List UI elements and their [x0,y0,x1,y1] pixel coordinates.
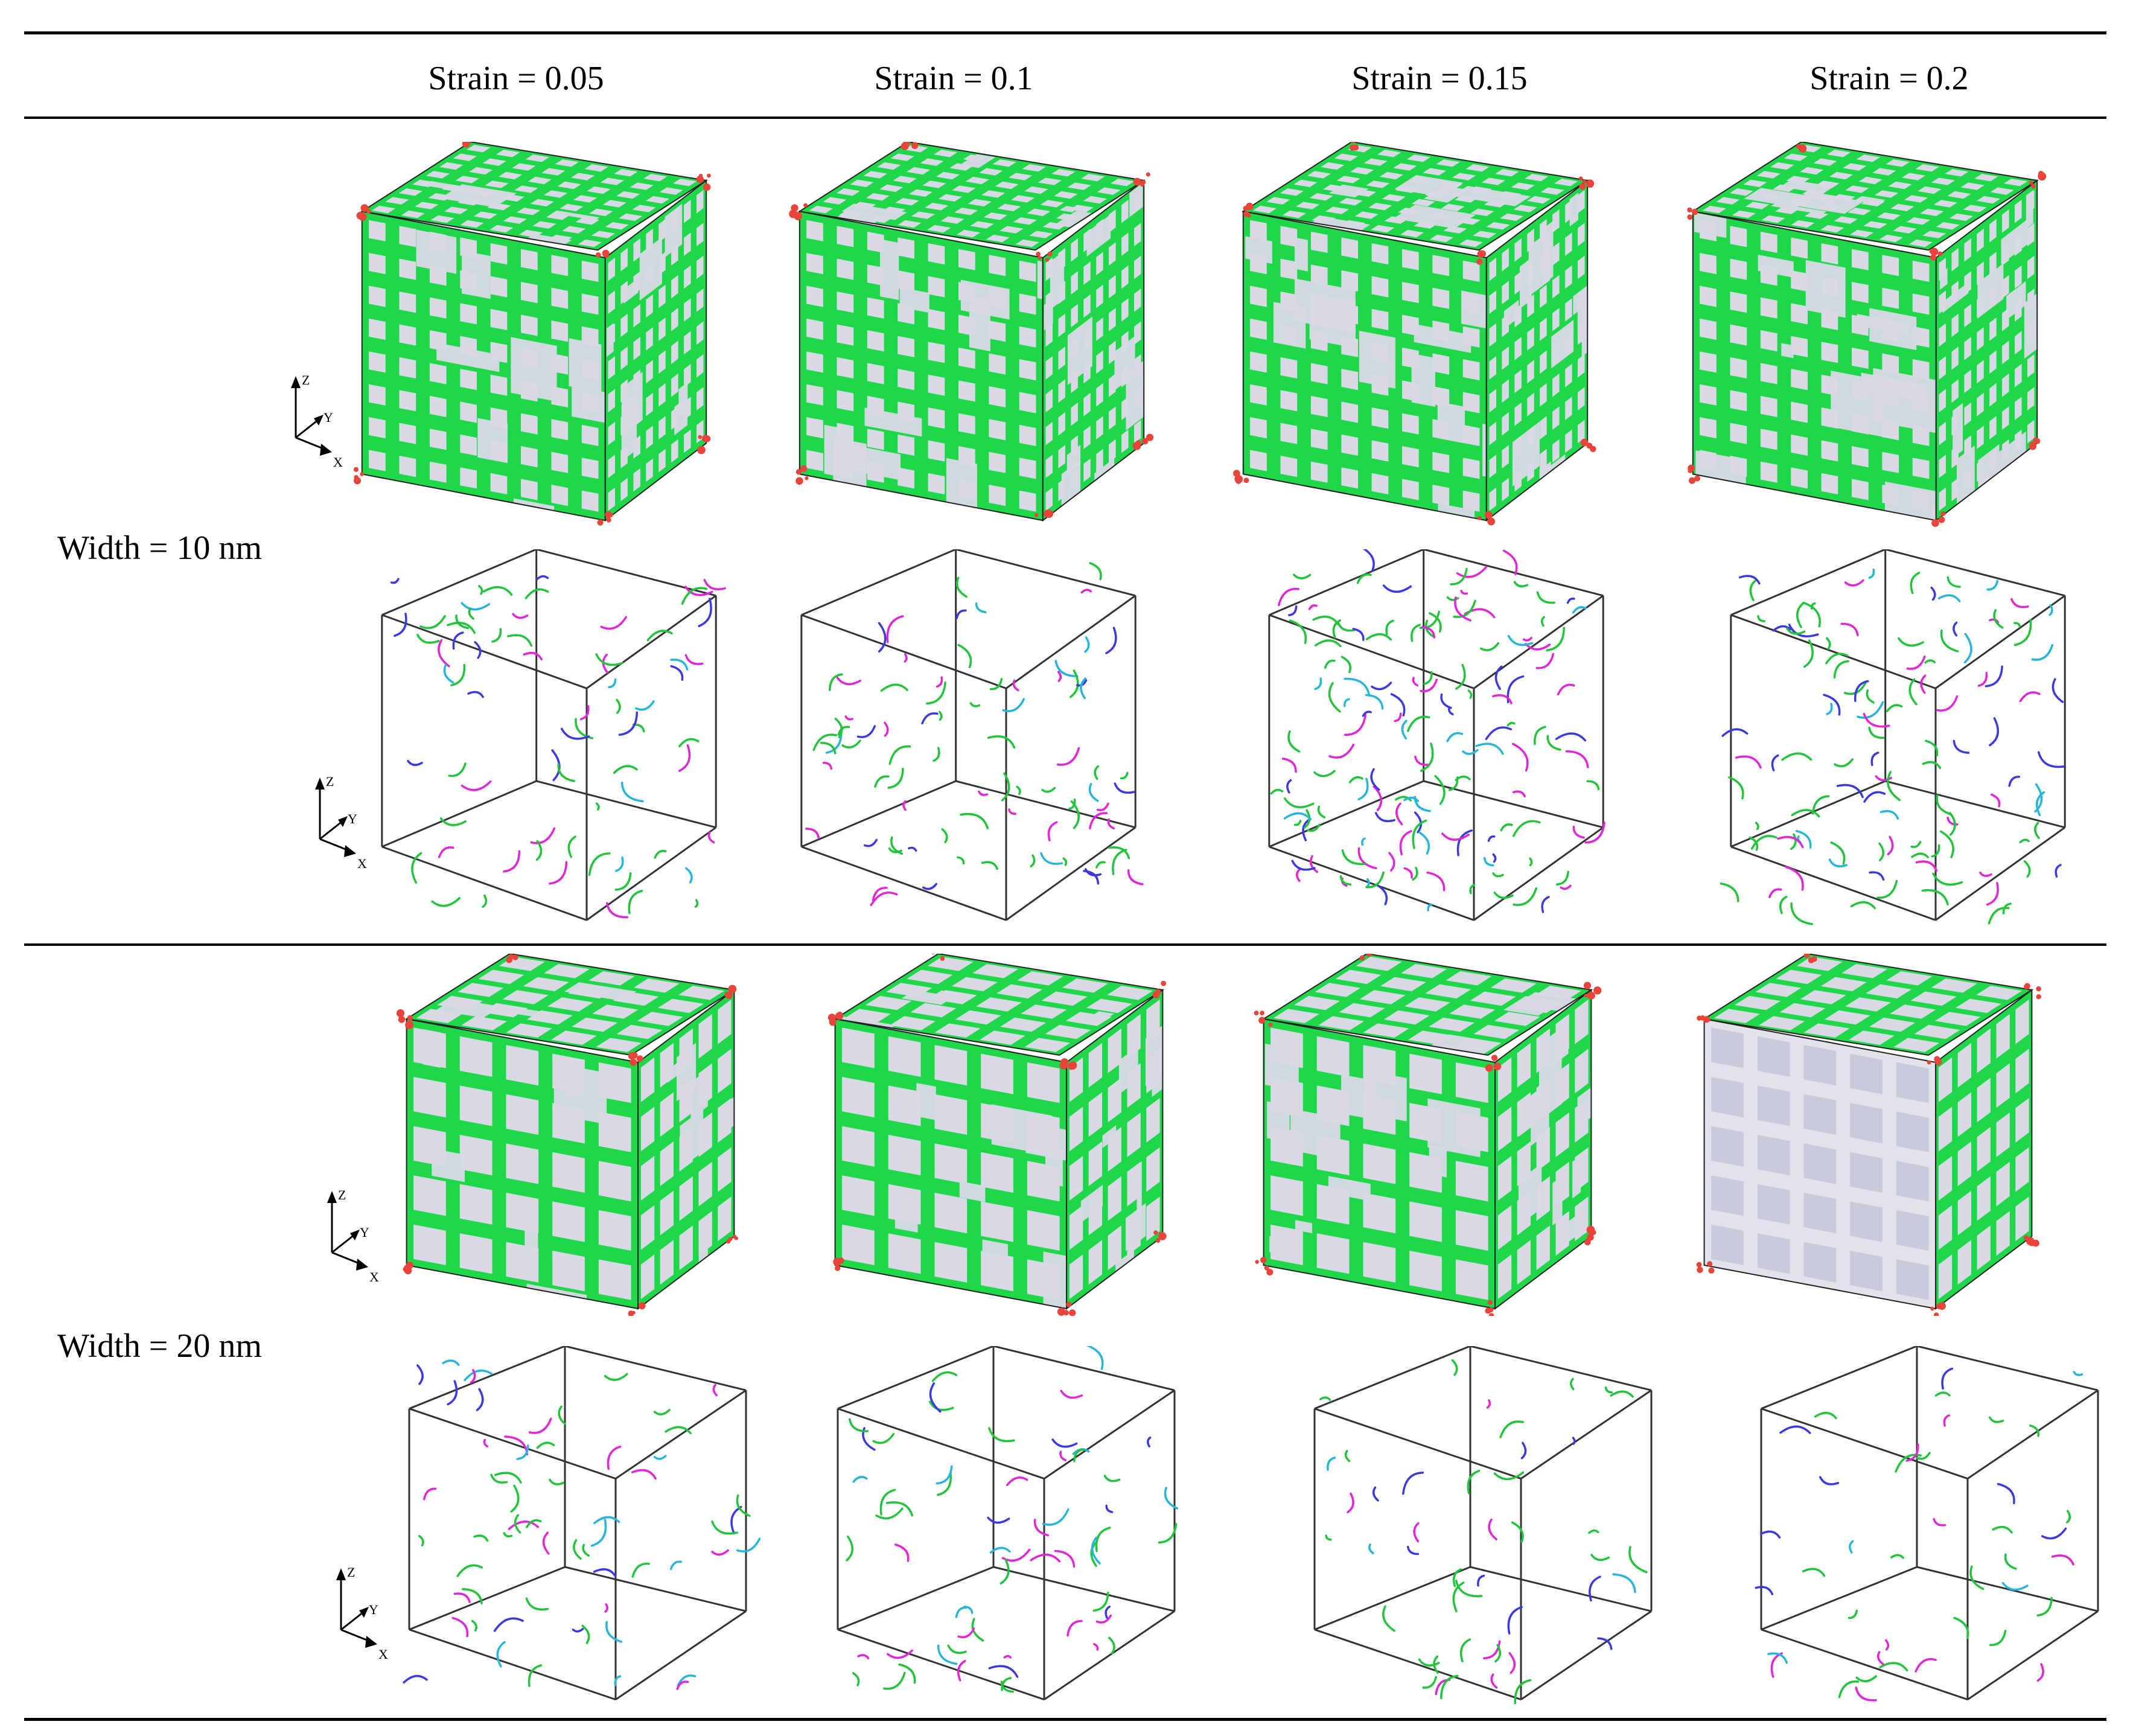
dislocation-network-width-10nm-strain-0-2 [1720,549,2079,936]
column-header-strain-0-2: Strain = 0.2 [1809,60,1969,97]
atomic-structure-width-10nm-strain-0-1 [785,142,1159,528]
axis-label-y: Y [360,1225,369,1240]
axis-triad-row1-dislocations: Z Y X [308,773,380,878]
axis-label-z: Z [302,372,310,388]
axis-label-y: Y [369,1602,378,1617]
dislocation-network-width-10nm-strain-0-2-image [1720,549,2066,925]
atomic-structure-width-10nm-strain-0-1-image [789,142,1154,522]
axis-triad-row2-atoms: Z Y X [320,1186,392,1292]
atomic-structure-width-20nm-strain-0-2-image [1696,954,2041,1316]
atomic-structure-width-10nm-strain-0-15 [1228,142,1602,528]
atomic-structure-width-20nm-strain-0-15 [1249,954,1605,1316]
dislocation-network-width-20nm-strain-0-2 [1750,1346,2112,1714]
atomic-structure-width-10nm-strain-0-2-image [1687,142,2047,527]
dislocation-network-width-10nm-strain-0-15 [1258,549,1618,936]
atomic-structure-width-20nm-strain-0-1-image [827,954,1167,1316]
dislocation-network-width-20nm-strain-0-05 [398,1346,760,1714]
atomic-structure-width-20nm-strain-0-1 [821,954,1177,1316]
axis-label-y: Y [348,811,357,826]
dislocation-network-width-20nm-strain-0-15-image [1313,1346,1653,1705]
axis-label-x: X [378,1647,388,1662]
atomic-structure-width-10nm-strain-0-15-image [1233,142,1596,526]
atomic-structure-width-10nm-strain-0-05-image [353,142,711,526]
dislocation-network-width-20nm-strain-0-1-image [837,1346,1179,1701]
table-bottom-rule [24,1718,2106,1721]
dislocation-network-width-10nm-strain-0-05 [371,549,730,936]
atomic-structure-width-10nm-strain-0-2 [1678,142,2052,528]
atomic-structure-width-20nm-strain-0-05 [392,954,748,1316]
axis-label-y: Y [324,410,333,425]
row-header-width-20nm: Width = 20 nm [57,1327,262,1365]
dislocation-network-width-10nm-strain-0-15-image [1268,549,1605,921]
column-header-strain-0-1: Strain = 0.1 [874,60,1033,97]
table-section-rule [24,943,2106,946]
dislocation-network-width-20nm-strain-0-05-image [403,1346,760,1701]
axis-label-z: Z [338,1187,346,1202]
axis-label-x: X [333,455,343,470]
axis-label-z: Z [326,774,334,789]
table-top-rule [24,31,2106,34]
table-header-rule [24,116,2106,119]
axis-triad-row1-atoms: Z Y X [284,371,356,477]
atomic-structure-width-20nm-strain-0-2 [1690,954,2046,1316]
dislocation-network-width-20nm-strain-0-15 [1304,1346,1666,1714]
axis-label-x: X [357,856,367,871]
dislocation-network-width-20nm-strain-0-1 [827,1346,1189,1714]
atomic-structure-width-20nm-strain-0-05-image [396,954,738,1316]
axis-triad-row2-dislocations: Z Y X [329,1563,401,1669]
axis-label-x: X [369,1269,379,1284]
dislocation-network-width-10nm-strain-0-05-image [381,549,726,921]
atomic-structure-width-10nm-strain-0-05 [347,142,721,528]
row-header-width-10nm: Width = 10 nm [57,529,262,567]
atomic-structure-width-20nm-strain-0-15-image [1254,954,1602,1316]
axis-label-z: Z [347,1565,355,1580]
dislocation-network-width-20nm-strain-0-2-image [1755,1346,2099,1702]
column-header-strain-0-15: Strain = 0.15 [1351,60,1528,97]
dislocation-network-width-10nm-strain-0-1 [791,549,1150,936]
column-header-strain-0-05: Strain = 0.05 [428,60,604,97]
dislocation-network-width-10nm-strain-0-1-image [800,549,1144,921]
